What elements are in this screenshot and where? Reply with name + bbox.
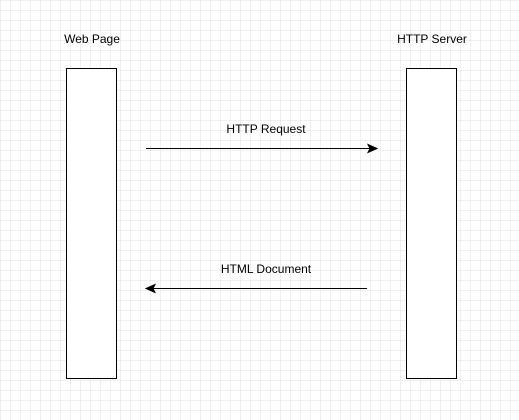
request-arrow[interactable] xyxy=(146,143,379,154)
request-arrow-head xyxy=(366,143,379,154)
participant-label-web-page[interactable]: Web Page xyxy=(64,32,120,46)
lifeline-web-page[interactable] xyxy=(66,68,117,379)
response-arrow-head xyxy=(144,283,157,294)
lifeline-http-server[interactable] xyxy=(406,68,457,379)
message-label-http-request[interactable]: HTTP Request xyxy=(226,122,306,136)
response-arrow[interactable] xyxy=(144,283,367,294)
participant-label-http-server[interactable]: HTTP Server xyxy=(397,32,467,46)
message-label-html-document[interactable]: HTML Document xyxy=(220,262,312,276)
